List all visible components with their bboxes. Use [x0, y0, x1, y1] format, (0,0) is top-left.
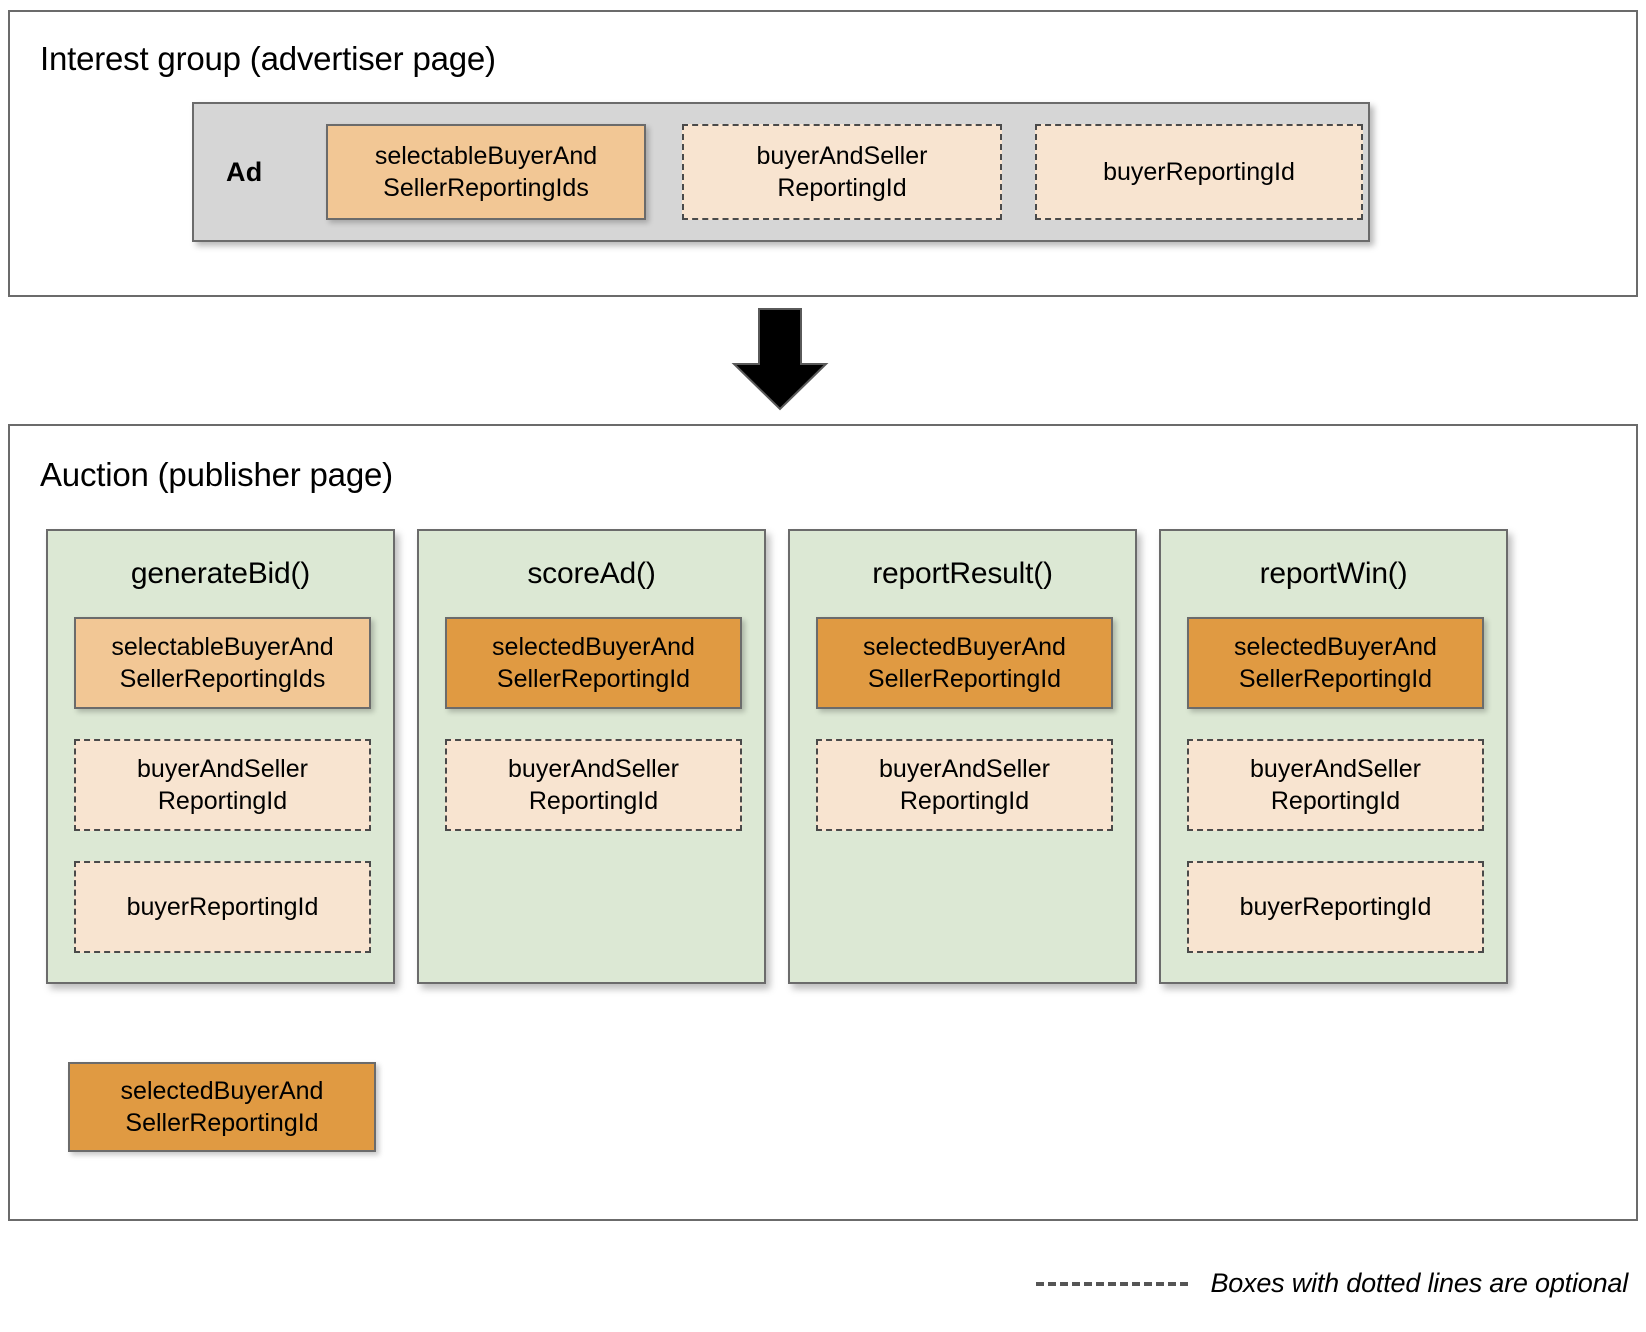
column-title: generateBid() — [130, 557, 311, 590]
chip-line1: buyerAndSeller — [756, 142, 928, 170]
chip-line1: selectedBuyerAnd — [863, 633, 1066, 661]
auction-column-reportresult: reportResult() selectedBuyerAnd SellerRe… — [788, 529, 1137, 984]
column-title: scoreAd() — [527, 557, 656, 590]
chip-line1: selectedBuyerAnd — [492, 633, 695, 661]
chip-line2: ReportingId — [899, 787, 1030, 815]
legend-label: Boxes with dotted lines are optional — [1210, 1268, 1628, 1298]
column1-chip-selected-buyer-and-seller-reporting-id[interactable]: selectedBuyerAnd SellerReportingId — [445, 617, 742, 709]
column0-chip-buyer-reporting-id[interactable]: buyerReportingId — [74, 861, 371, 953]
chip-line2: ReportingId — [1270, 787, 1401, 815]
ad-chip-buyer-and-seller-reporting-id[interactable]: buyerAndSeller ReportingId — [682, 124, 1002, 220]
selected-buyer-and-seller-reporting-id-box[interactable]: selectedBuyerAnd SellerReportingId — [68, 1062, 376, 1152]
auction-title: Auction (publisher page) — [40, 456, 393, 493]
chip-line1: buyerAndSeller — [879, 755, 1050, 783]
ad-chip-buyer-reporting-id[interactable]: buyerReportingId — [1035, 124, 1363, 220]
column0-chip-buyer-and-seller-reporting-id[interactable]: buyerAndSeller ReportingId — [74, 739, 371, 831]
chip-line2: SellerReportingId — [867, 665, 1062, 693]
chip-line1: buyerAndSeller — [508, 755, 679, 783]
flow-arrow-icon — [731, 308, 829, 411]
column3-chip-selected-buyer-and-seller-reporting-id[interactable]: selectedBuyerAnd SellerReportingId — [1187, 617, 1484, 709]
chip-line1: selectedBuyerAnd — [120, 1077, 324, 1105]
legend: Boxes with dotted lines are optional — [1036, 1268, 1628, 1299]
chip-line1: buyerAndSeller — [1250, 755, 1421, 783]
ad-label: Ad — [226, 156, 263, 187]
chip-line2: ReportingId — [777, 174, 907, 202]
chip-line1: selectableBuyerAnd — [374, 142, 598, 170]
chip-line1: selectedBuyerAnd — [1234, 633, 1437, 661]
interest-group-title: Interest group (advertiser page) — [40, 40, 496, 77]
chip-line2: SellerReportingId — [125, 1109, 319, 1137]
chip-line2: SellerReportingIds — [119, 665, 326, 693]
column-title: reportWin() — [1259, 557, 1408, 590]
chip-line2: ReportingId — [528, 787, 659, 815]
column1-chip-buyer-and-seller-reporting-id[interactable]: buyerAndSeller ReportingId — [445, 739, 742, 831]
chip-line1: buyerReportingId — [1103, 158, 1295, 186]
column0-chip-selectable-buyer-and-seller-reporting-ids[interactable]: selectableBuyerAnd SellerReportingIds — [74, 617, 371, 709]
auction-column-scoread: scoreAd() selectedBuyerAnd SellerReporti… — [417, 529, 766, 984]
dashed-line-swatch-icon — [1036, 1281, 1189, 1286]
chip-line1: buyerReportingId — [126, 893, 319, 921]
ad-chip-selectable-buyer-and-seller-reporting-ids[interactable]: selectableBuyerAnd SellerReportingIds — [326, 124, 646, 220]
chip-line2: ReportingId — [157, 787, 288, 815]
auction-column-generatebid: generateBid() selectableBuyerAnd SellerR… — [46, 529, 395, 984]
column2-chip-buyer-and-seller-reporting-id[interactable]: buyerAndSeller ReportingId — [816, 739, 1113, 831]
ad-container: Ad selectableBuyerAnd SellerReportingIds… — [192, 102, 1370, 242]
chip-line2: SellerReportingIds — [383, 174, 589, 202]
column2-chip-selected-buyer-and-seller-reporting-id[interactable]: selectedBuyerAnd SellerReportingId — [816, 617, 1113, 709]
column3-chip-buyer-and-seller-reporting-id[interactable]: buyerAndSeller ReportingId — [1187, 739, 1484, 831]
auction-column-reportwin: reportWin() selectedBuyerAnd SellerRepor… — [1159, 529, 1508, 984]
column3-chip-buyer-reporting-id[interactable]: buyerReportingId — [1187, 861, 1484, 953]
chip-line1: selectableBuyerAnd — [111, 633, 334, 661]
chip-line2: SellerReportingId — [1238, 665, 1433, 693]
chip-line1: buyerReportingId — [1239, 893, 1432, 921]
column-title: reportResult() — [872, 557, 1053, 590]
chip-line1: buyerAndSeller — [137, 755, 308, 783]
chip-line2: SellerReportingId — [496, 665, 691, 693]
